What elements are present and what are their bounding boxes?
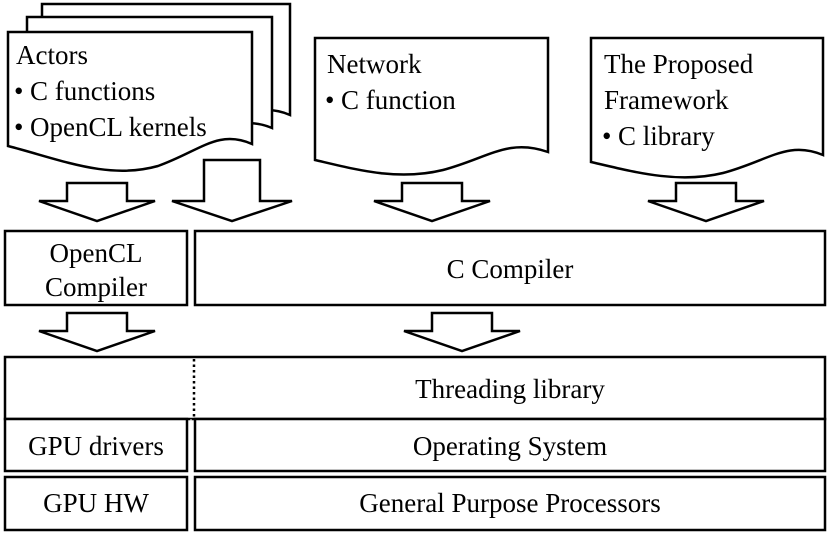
- actors-title: Actors: [16, 40, 88, 70]
- gpp-box: [193, 475, 827, 532]
- arrow-framework-to-c: [647, 181, 765, 223]
- opencl-compiler-box: [3, 229, 189, 307]
- actors-bullet-2: •: [14, 112, 23, 142]
- os-box: [193, 417, 827, 473]
- arrow-opencl-to-stack: [38, 311, 156, 353]
- arrow-actors-to-opencl: [38, 181, 156, 223]
- gpu-drivers-box: [3, 417, 189, 473]
- network-doc: [313, 36, 550, 176]
- opencl-compiler-label-line2: Compiler: [45, 272, 147, 302]
- actors-doc-front: [6, 30, 254, 173]
- gpu-drivers-label: GPU drivers: [28, 431, 164, 461]
- opencl-compiler-label-line1: OpenCL: [50, 238, 143, 268]
- arrow-network-to-c: [373, 181, 491, 223]
- actors-item-2: OpenCL kernels: [30, 112, 207, 142]
- network-title: Network: [327, 49, 422, 79]
- framework-item-1: C library: [618, 121, 715, 151]
- framework-title-line2: Framework: [604, 85, 729, 115]
- gpu-hw-box: [3, 475, 189, 532]
- actors-bullet-1: •: [14, 76, 23, 106]
- arrow-c-to-stack: [403, 311, 521, 353]
- c-compiler-label: C Compiler: [447, 254, 574, 284]
- network-item-1: C function: [341, 85, 456, 115]
- framework-title-line1: The Proposed: [604, 49, 754, 79]
- gpu-hw-label: GPU HW: [43, 488, 149, 518]
- framework-doc: [589, 36, 825, 179]
- gpp-label: General Purpose Processors: [359, 488, 660, 518]
- threading-library-label: Threading library: [415, 374, 605, 404]
- arrow-actors-to-c: [171, 158, 293, 223]
- c-compiler-box: [193, 229, 827, 307]
- framework-bullet-1: •: [602, 121, 611, 151]
- actors-item-1: C functions: [30, 76, 155, 106]
- network-bullet-1: •: [325, 85, 334, 115]
- os-label: Operating System: [413, 431, 607, 461]
